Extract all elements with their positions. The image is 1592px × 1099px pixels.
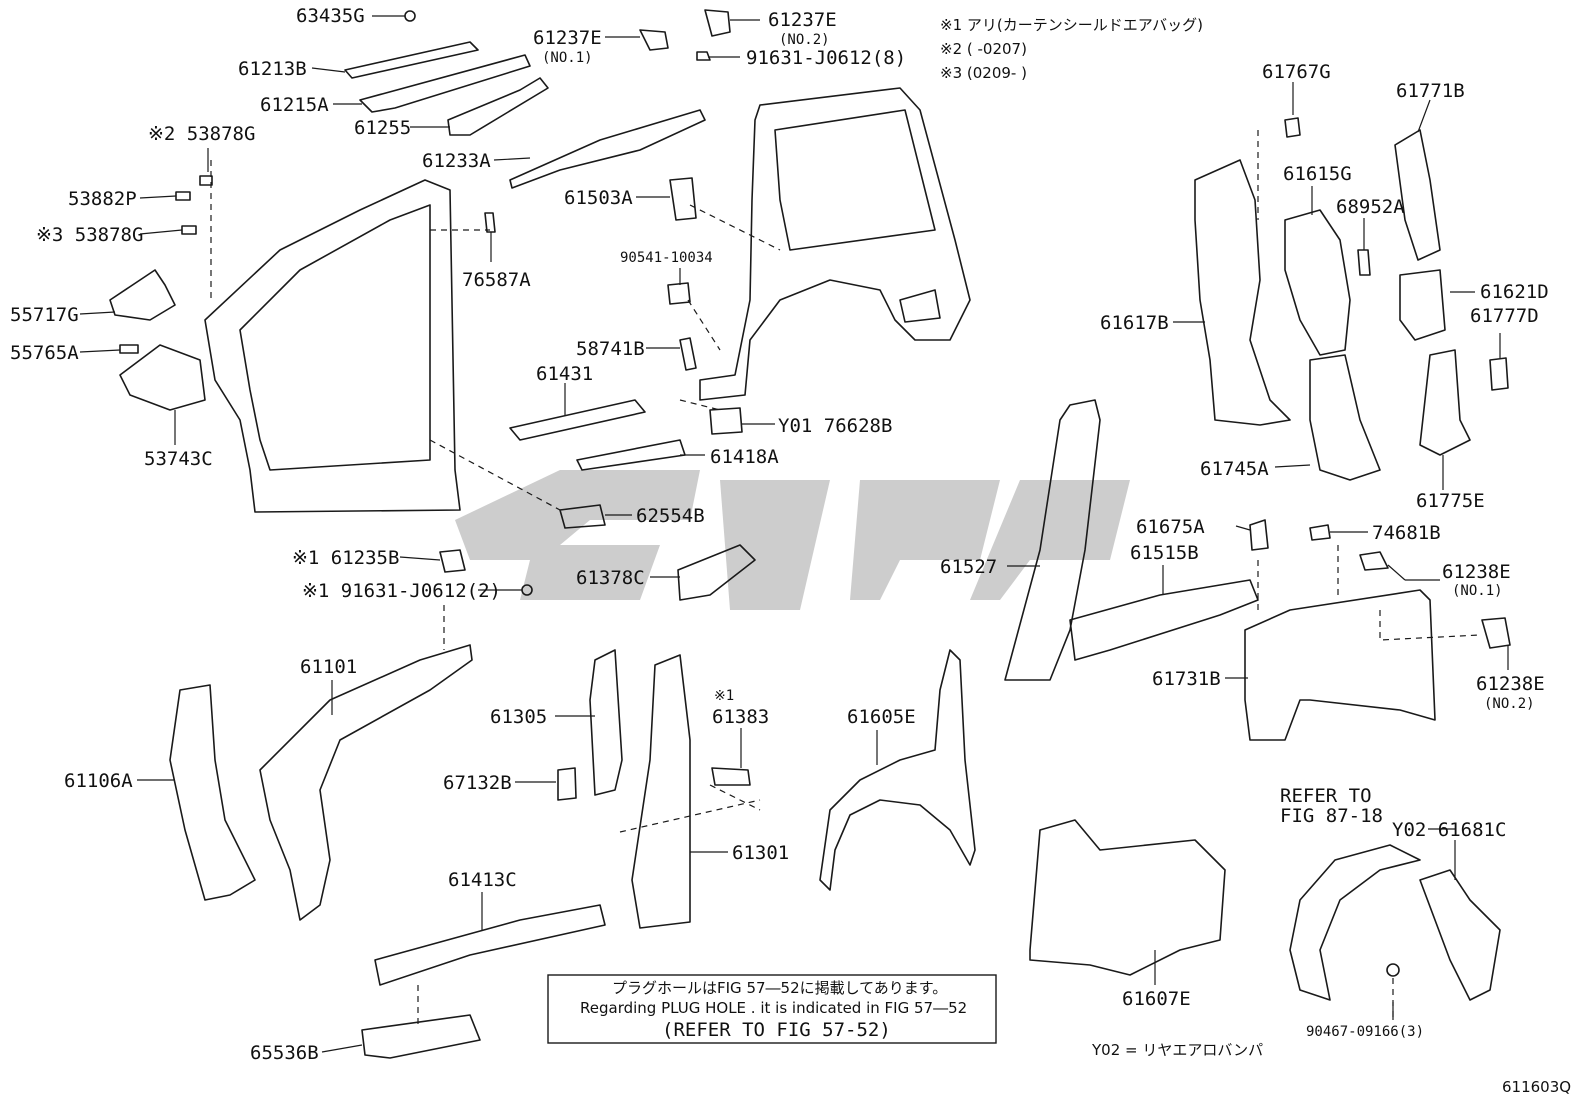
front-pillars	[169, 544, 756, 921]
plug-note-ref: (REFER TO FIG 57-52)	[662, 1019, 891, 1041]
label-61383[interactable]: 61383	[712, 706, 769, 728]
label-61237E-no2[interactable]: 61237E	[768, 9, 837, 31]
label-61101[interactable]: 61101	[300, 656, 357, 678]
label-62554B[interactable]: 62554B	[636, 505, 705, 527]
wheel-house	[819, 649, 976, 891]
label-53743C[interactable]: 53743C	[144, 448, 213, 470]
label-61301[interactable]: 61301	[732, 842, 789, 864]
label-53882P[interactable]: 53882P	[68, 188, 137, 210]
label-68952A[interactable]: 68952A	[1336, 196, 1405, 218]
label-91631-J0612-2[interactable]: ※1 91631-J0612(2)	[302, 580, 501, 602]
rear-inner-frame	[1244, 519, 1511, 741]
note-3: ※3 (0209- )	[940, 64, 1027, 82]
rear-quarter-panel	[667, 87, 971, 411]
label-58741B[interactable]: 58741B	[576, 338, 645, 360]
label-55765A[interactable]: 55765A	[10, 342, 79, 364]
label-61527[interactable]: 61527	[940, 556, 997, 578]
front-side-panel	[204, 160, 561, 513]
part-labels: 63435G 61213B 61215A 61255 61237E (NO.1)…	[10, 5, 1549, 1064]
label-61106A[interactable]: 61106A	[64, 770, 133, 792]
label-Y02-61681C[interactable]: Y02 61681C	[1392, 819, 1506, 841]
label-61237E-no1[interactable]: 61237E	[533, 27, 602, 49]
label-61238E-no2[interactable]: 61238E	[1476, 673, 1545, 695]
watermark-logo	[455, 470, 1130, 610]
label-67132B[interactable]: 67132B	[443, 772, 512, 794]
label-90541-10034[interactable]: 90541-10034	[620, 250, 713, 266]
y02-note: Y02 = リヤエアロバンパ	[1091, 1041, 1263, 1059]
front-rocker	[361, 904, 606, 1059]
label-61731B[interactable]: 61731B	[1152, 668, 1221, 690]
label-61238E-no2-sub: (NO.2)	[1484, 696, 1535, 712]
label-61771B[interactable]: 61771B	[1396, 80, 1465, 102]
label-65536B[interactable]: 65536B	[250, 1042, 319, 1064]
label-61431[interactable]: 61431	[536, 363, 593, 385]
label-61215A[interactable]: 61215A	[260, 94, 329, 116]
label-61503A[interactable]: 61503A	[564, 187, 633, 209]
figure-code: 611603Q	[1502, 1078, 1571, 1096]
plug-note-en: Regarding PLUG HOLE . it is indicated in…	[580, 999, 967, 1017]
refer-to-line1: REFER TO	[1280, 785, 1372, 807]
label-61605E[interactable]: 61605E	[847, 706, 916, 728]
note-2: ※2 ( -0207)	[940, 40, 1027, 58]
label-53878G-2[interactable]: ※2 53878G	[148, 123, 255, 145]
label-61233A[interactable]: 61233A	[422, 150, 491, 172]
left-brackets	[109, 175, 496, 411]
label-61255[interactable]: 61255	[354, 117, 411, 139]
label-91631-J0612-8[interactable]: 91631-J0612(8)	[746, 47, 906, 69]
label-61238E-no1[interactable]: 61238E	[1442, 561, 1511, 583]
label-61675A[interactable]: 61675A	[1136, 516, 1205, 538]
label-61777D[interactable]: 61777D	[1470, 305, 1539, 327]
refer-to-line2: FIG 87-18	[1280, 805, 1383, 827]
wheel-liners	[1029, 819, 1501, 1020]
label-61515B[interactable]: 61515B	[1130, 542, 1199, 564]
leader-lines	[79, 15, 1509, 1053]
label-61378C[interactable]: 61378C	[576, 567, 645, 589]
label-90467-09166-3[interactable]: 90467-09166(3)	[1306, 1024, 1424, 1040]
applicability-notes: ※1 アリ(カーテンシールドエアバッグ) ※2 ( -0207) ※3 (020…	[940, 16, 1203, 82]
note-1: ※1 アリ(カーテンシールドエアバッグ)	[940, 16, 1203, 34]
label-Y01-76628B[interactable]: Y01 76628B	[778, 415, 892, 437]
label-61238E-no1-sub: (NO.1)	[1452, 583, 1503, 599]
label-61383-note: ※1	[714, 688, 734, 704]
label-61213B[interactable]: 61213B	[238, 58, 307, 80]
label-61305[interactable]: 61305	[490, 706, 547, 728]
label-76587A[interactable]: 76587A	[462, 269, 531, 291]
label-61237E-no2-sub: (NO.2)	[779, 32, 830, 48]
center-pillar	[557, 649, 761, 929]
back-pillar	[1004, 399, 1259, 681]
label-61621D[interactable]: 61621D	[1480, 281, 1549, 303]
label-61413C[interactable]: 61413C	[448, 869, 517, 891]
plug-hole-note: プラグホールはFIG 57―52に掲載してあります。 Regarding PLU…	[547, 974, 997, 1044]
label-55717G[interactable]: 55717G	[10, 304, 79, 326]
label-61615G[interactable]: 61615G	[1283, 163, 1352, 185]
label-53878G-3[interactable]: ※3 53878G	[36, 224, 143, 246]
label-63435G[interactable]: 63435G	[296, 5, 365, 27]
rear-upper-pillars	[1194, 117, 1509, 481]
label-61235B[interactable]: ※1 61235B	[292, 547, 399, 569]
label-61607E[interactable]: 61607E	[1122, 988, 1191, 1010]
label-61775E[interactable]: 61775E	[1416, 490, 1485, 512]
label-61617B[interactable]: 61617B	[1100, 312, 1169, 334]
label-61745A[interactable]: 61745A	[1200, 458, 1269, 480]
label-61418A[interactable]: 61418A	[710, 446, 779, 468]
label-74681B[interactable]: 74681B	[1372, 522, 1441, 544]
label-61237E-no1-sub: (NO.1)	[542, 50, 593, 66]
plug-note-jp: プラグホールはFIG 57―52に掲載してあります。	[612, 979, 947, 997]
roof-rail-group	[344, 9, 731, 189]
label-61767G[interactable]: 61767G	[1262, 61, 1331, 83]
